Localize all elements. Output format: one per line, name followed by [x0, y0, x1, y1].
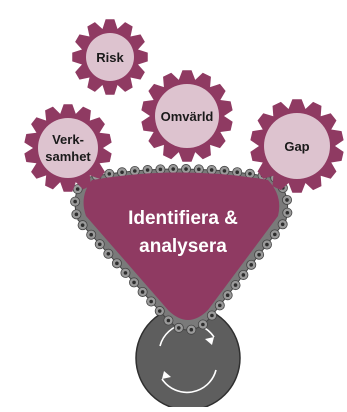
- chain-link-pin: [257, 252, 261, 257]
- chain-link-pin: [157, 309, 162, 313]
- gear-omvarld-face: [155, 84, 219, 148]
- chain-link-pin: [120, 170, 124, 175]
- chain-link-pin: [209, 168, 214, 172]
- chain-link-pin: [189, 327, 194, 332]
- chain-link-pin: [241, 273, 246, 277]
- chain-link-pin: [97, 242, 102, 247]
- chain-link-pin: [285, 198, 289, 202]
- chain-link-pin: [177, 326, 181, 330]
- chain-link-pin: [89, 232, 93, 237]
- chain-link-pin: [197, 167, 201, 172]
- chain-link-pin: [132, 280, 136, 285]
- chain-link-pin: [133, 169, 137, 173]
- chain-link-pin: [75, 187, 80, 191]
- chain-link-pin: [235, 170, 240, 174]
- chain-link-pin: [74, 212, 79, 217]
- chain-link-pin: [249, 263, 254, 267]
- chain-link-pin: [140, 290, 145, 294]
- chain-link-pin: [107, 172, 112, 176]
- gear-omvarld-label: Omvärld: [161, 109, 214, 124]
- gear-verksamhet-label-line-1: Verk-: [52, 132, 84, 147]
- center-label-line-2: analysera: [139, 236, 227, 257]
- gear-gap-label: Gap: [284, 139, 309, 154]
- chain-link-pin: [80, 223, 85, 227]
- chain-link-pin: [248, 171, 252, 176]
- center-label-line-1: Identifiera &: [128, 208, 238, 229]
- chain-link-pin: [225, 293, 230, 298]
- chain-link-pin: [273, 232, 277, 237]
- chain-link-pin: [123, 271, 128, 275]
- gear-omvarld: Omvärld: [141, 70, 233, 162]
- gear-risk-face: [86, 33, 134, 81]
- chain-link-pin: [158, 167, 163, 172]
- chain-link-pin: [166, 318, 171, 323]
- chain-link-pin: [218, 303, 222, 308]
- chain-link-pin: [222, 169, 227, 173]
- chain-link-pin: [73, 199, 77, 204]
- chain-link-pin: [233, 283, 238, 287]
- chain-link-pin: [149, 299, 153, 304]
- gear-verksamhet-label-line-2: samhet: [45, 149, 91, 164]
- gear-gap-face: [264, 113, 330, 179]
- gear-verksamhet: Verk- samhet: [24, 104, 112, 192]
- chain-link-pin: [285, 210, 290, 215]
- chain-link-pin: [265, 242, 269, 247]
- chain-link-pin: [145, 168, 150, 172]
- gear-risk: Risk: [72, 19, 148, 95]
- chain-link-pin: [171, 167, 176, 171]
- gear-risk-label: Risk: [96, 50, 124, 65]
- chain-link-pin: [280, 222, 285, 227]
- chain-link-pin: [210, 313, 214, 318]
- chain-link-pin: [106, 251, 111, 256]
- gear-verksamhet-face: [38, 118, 98, 178]
- chain-link-pin: [201, 322, 205, 327]
- chain-link-pin: [184, 167, 188, 171]
- chain-link-pin: [115, 261, 119, 266]
- center-hub: Identifiera & analysera: [83, 172, 280, 320]
- gear-gap: Gap: [250, 99, 344, 193]
